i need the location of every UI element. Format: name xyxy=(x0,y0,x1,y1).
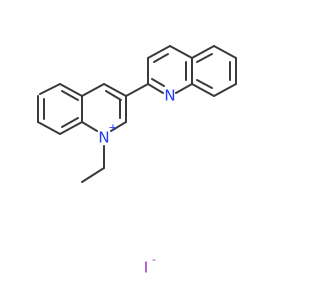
quinoline-nitrogen-label: N xyxy=(164,87,175,105)
bond xyxy=(105,90,122,101)
bond xyxy=(169,45,193,59)
molecule-canvas: N + N I - xyxy=(37,45,237,277)
bond xyxy=(103,83,127,97)
bond xyxy=(147,83,164,94)
bond xyxy=(175,83,193,94)
negative-charge-label: - xyxy=(152,253,156,266)
bond xyxy=(61,90,79,101)
bond xyxy=(191,45,215,59)
bond xyxy=(191,83,215,97)
bond xyxy=(81,167,105,183)
bond xyxy=(213,83,237,97)
bond xyxy=(81,83,105,97)
bond xyxy=(196,79,213,89)
structure-diagram: N + N I - xyxy=(37,45,237,277)
bond xyxy=(37,121,61,135)
iodide-symbol: I xyxy=(144,259,148,277)
bond xyxy=(125,83,149,97)
quinolinium-nitrogen-label: N xyxy=(98,129,109,147)
bond xyxy=(81,121,98,132)
bond xyxy=(147,45,171,59)
bond xyxy=(153,53,169,63)
bond xyxy=(59,121,83,135)
bonds xyxy=(37,45,237,183)
bond xyxy=(110,121,127,132)
bond xyxy=(59,83,83,97)
bond xyxy=(213,45,237,59)
bond xyxy=(39,83,61,95)
positive-charge-label: + xyxy=(108,121,117,134)
bond xyxy=(196,53,213,63)
bond xyxy=(151,78,165,87)
bond xyxy=(61,117,79,128)
